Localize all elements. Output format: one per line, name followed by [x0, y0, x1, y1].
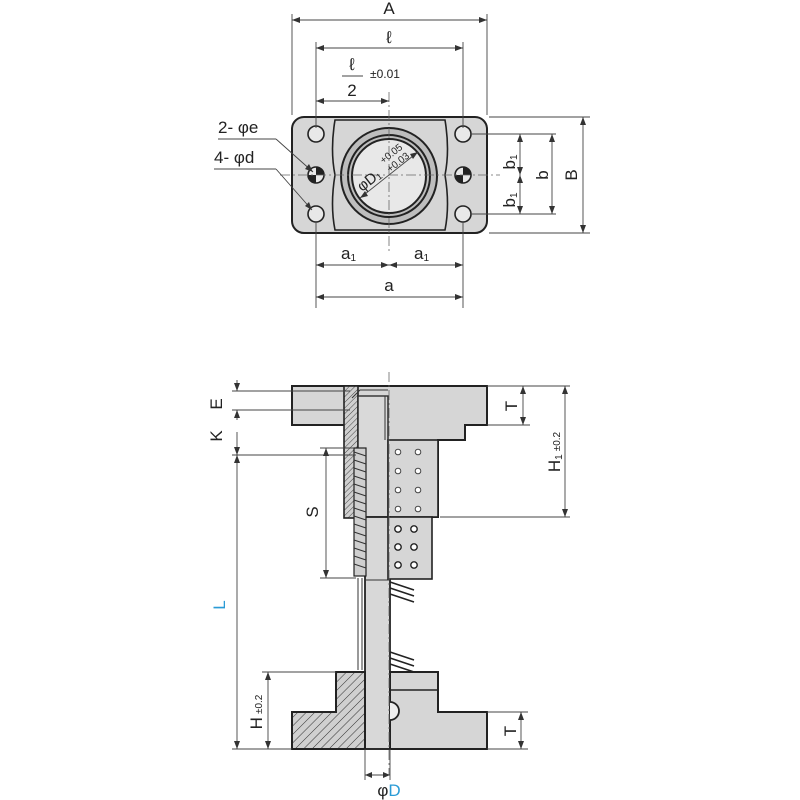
- mount-hole-top-right: [454, 125, 472, 143]
- dim-H: H±0.2: [247, 694, 266, 729]
- ball-dots-upper: [394, 448, 422, 513]
- spring-coil-lower: [389, 651, 415, 673]
- bottom-plate-right: [389, 671, 488, 750]
- dim-l-half-tol: ±0.01: [370, 67, 400, 81]
- dim-b1-bottom: b1: [500, 192, 520, 207]
- guide-post: [364, 516, 391, 750]
- dim-a1-right: a1: [414, 244, 429, 264]
- dim-K: K: [207, 430, 226, 442]
- dim-l-half-num: ℓ: [348, 55, 355, 74]
- side-view: E K S L H±0.2: [207, 372, 570, 800]
- dim-T-bottom: T: [501, 726, 520, 736]
- dim-b1-top: b1: [500, 154, 520, 169]
- dim-phiD: φD: [377, 781, 400, 800]
- dim-H1: H1±0.2: [545, 431, 565, 472]
- dim-L: L: [210, 600, 229, 609]
- dim-A: A: [383, 0, 395, 18]
- dim-l: ℓ: [385, 28, 392, 47]
- ball-dots-lower: [394, 525, 418, 569]
- spring-coil-upper: [389, 581, 415, 603]
- dim-E: E: [207, 398, 226, 409]
- retaining-screw: [389, 701, 400, 721]
- top-view: A ℓ ℓ 2 ±0.01 2- φe 4- φd φD₁ +0.05 +0.: [214, 0, 590, 308]
- hub-outline: [331, 119, 449, 231]
- mount-hole-top-left: [307, 125, 325, 143]
- label-phi-d: 4- φd: [214, 148, 254, 167]
- spring-coils-left: [353, 451, 367, 569]
- dim-b: b: [533, 170, 552, 179]
- dim-l-half-den: 2: [347, 81, 356, 100]
- dim-T-top: T: [502, 401, 521, 411]
- mount-hole-bottom-right: [454, 205, 472, 223]
- label-phi-e: 2- φe: [218, 118, 258, 137]
- dim-B: B: [562, 169, 581, 180]
- dim-a: a: [384, 276, 394, 295]
- dim-S: S: [303, 506, 322, 517]
- dim-a1-left: a1: [341, 244, 356, 264]
- bottom-die-base: [291, 671, 366, 750]
